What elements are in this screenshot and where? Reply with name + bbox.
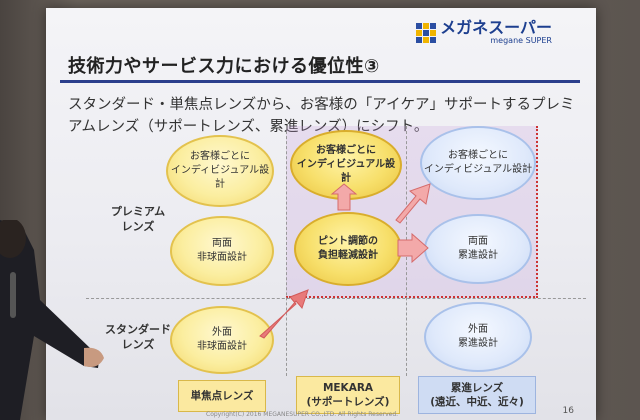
band-label-premium: プレミアム レンズ: [110, 205, 166, 233]
presenter-figure: [0, 220, 104, 420]
logo-sub-text: megane SUPER: [490, 36, 552, 45]
ellipse-single-outer-aspheric: 外面 非球面設計: [170, 306, 274, 374]
lens-shift-diagram: プレミアム レンズ スタンダード レンズ お客様ごとに インディビジュアル設計 …: [46, 8, 596, 420]
band-label-standard: スタンダード レンズ: [105, 323, 171, 351]
ellipse-single-individual: お客様ごとに インディビジュアル設計: [166, 135, 274, 207]
arrow-single-to-mekara: [259, 289, 309, 339]
arrows-layer: [259, 183, 431, 339]
category-single-focus: 単焦点レンズ: [178, 380, 266, 412]
category-progressive: 累進レンズ (遠近、中近、近々): [418, 376, 536, 414]
arrow-mekara-to-individual: [395, 183, 431, 224]
ellipse-progressive-individual: お客様ごとに インディビジュアル設計: [420, 126, 536, 200]
ellipse-progressive-double: 両面 累進設計: [424, 214, 532, 284]
ellipse-progressive-outer: 外面 累進設計: [424, 302, 532, 372]
logo-main-text: メガネスーパー: [440, 18, 552, 37]
logo-mark-icon: [416, 22, 437, 43]
presentation-slide: メガネスーパー megane SUPER 技術力やサービス力における優位性③ ス…: [46, 8, 596, 420]
arrow-mekara-up: [330, 183, 358, 211]
ellipse-single-double-aspheric: 両面 非球面設計: [170, 216, 274, 286]
arrow-mekara-to-double: [397, 232, 429, 264]
ellipse-mekara-focus-relief: ピント調節の 負担軽減設計: [294, 212, 402, 286]
brand-logo: メガネスーパー megane SUPER: [416, 20, 552, 45]
category-mekara: MEKARA (サポートレンズ): [296, 376, 400, 414]
copyright-footer: Copyright(C) 2016 MEGANESUPER CO.,LTD. A…: [206, 411, 399, 418]
title-divider: [60, 80, 580, 83]
slide-title: 技術力やサービス力における優位性③: [68, 56, 380, 77]
band-divider: [86, 298, 586, 299]
page-number: 16: [562, 406, 574, 416]
column-divider-1: [286, 126, 287, 376]
